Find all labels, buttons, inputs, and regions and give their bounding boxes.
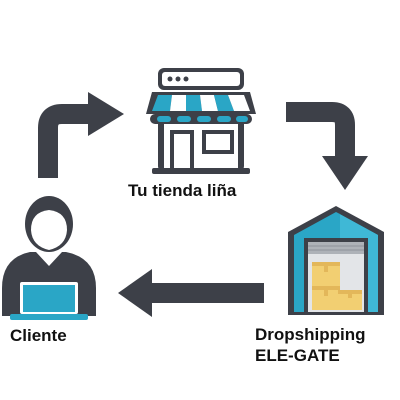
store-label: Tu tienda liña bbox=[128, 181, 237, 200]
warehouse-label-line2: ELE-GATE bbox=[255, 346, 340, 365]
warehouse-label-line1: Dropshipping bbox=[255, 325, 366, 344]
arrow-right-down-icon bbox=[286, 102, 368, 190]
arrow-left-icon bbox=[118, 269, 264, 317]
arrow-up-right-icon bbox=[38, 92, 124, 178]
customer-laptop-icon bbox=[2, 196, 96, 320]
warehouse-icon bbox=[288, 206, 384, 315]
storefront-icon bbox=[146, 68, 256, 174]
client-label: Cliente bbox=[10, 326, 67, 345]
